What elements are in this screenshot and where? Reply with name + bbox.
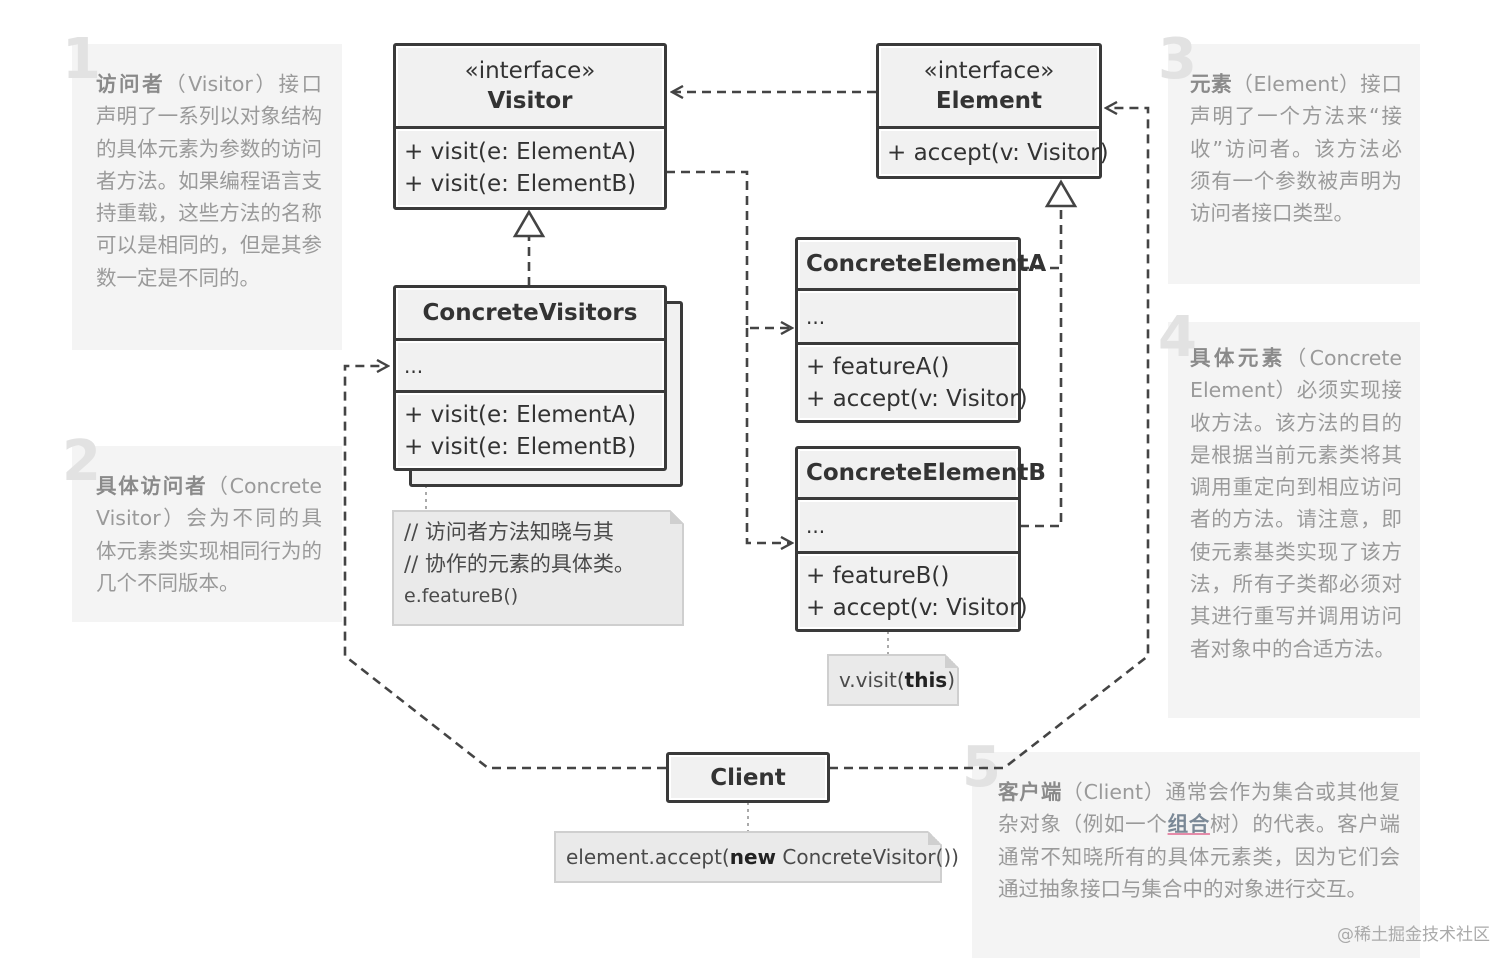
class-name: ConcreteElementA (806, 251, 1047, 277)
note-body: （Concrete Element）必须实现接收方法。该方法的目的是根据当前元素… (1190, 346, 1402, 661)
note-client: 5 客户端（Client）通常会作为集合或其他复杂对象（例如一个组合树）的代表。… (962, 740, 1420, 958)
client-to-element-dependency (829, 108, 1150, 770)
visitor-inheritance-arrow (512, 209, 546, 238)
note-number: 2 (62, 429, 101, 494)
method-visit-b: + visit(e: ElementB) (404, 433, 637, 460)
watermark: @稀土掘金技术社区 (1337, 925, 1490, 945)
method-visit-a: + visit(e: ElementA) (404, 139, 637, 165)
client-box: Client (666, 752, 830, 803)
concrete-visitors-box: ConcreteVisitors ... + visit(e: ElementA… (393, 285, 667, 471)
method-accept: + accept(v: Visitor) (887, 139, 1109, 166)
method-accept: + accept(v: Visitor) (806, 385, 1028, 412)
stereotype-label: «interface» (464, 58, 596, 84)
code-keyword: new (729, 845, 777, 869)
class-name: Visitor (487, 88, 573, 114)
visitor-interface-box: «interface» Visitor + visit(e: ElementA)… (393, 43, 667, 210)
folded-corner (928, 831, 942, 845)
code-comment-line-2: // 协作的元素的具体类。 (404, 552, 635, 576)
note-number: 4 (1158, 305, 1197, 370)
class-name: Element (935, 88, 1043, 114)
code-text-end: ConcreteVisitor()) (776, 845, 959, 869)
composite-link[interactable]: 组合 (1167, 812, 1210, 837)
code-text: element.accept( (566, 845, 730, 869)
note-concrete-visitor: 2 具体访问者（Concrete Visitor）会为不同的具体元素类实现相同行… (62, 434, 342, 622)
code-comment-line-1: // 访问者方法知晓与其 (404, 520, 614, 544)
method-visit-b: + visit(e: ElementB) (404, 171, 637, 197)
note-term: 元素 (1190, 72, 1233, 96)
note-term: 具体元素 (1190, 346, 1286, 370)
stereotype-label: «interface» (923, 58, 1055, 84)
folded-corner (945, 654, 959, 668)
note-concrete-element: 4 具体元素（Concrete Element）必须实现接收方法。该方法的目的是… (1158, 310, 1420, 718)
note-body: （Element）接口声明了一个方法来“接收”访问者。该方法必须有一个参数被声明… (1190, 72, 1402, 226)
note-visitor-interface: 1 访问者（Visitor）接口声明了一系列以对象结构的具体元素为参数的访问者方… (62, 32, 342, 350)
element-code-note: v.visit(this) (827, 654, 959, 706)
class-name: ConcreteElementB (806, 460, 1046, 486)
code-text: v.visit( (839, 668, 905, 692)
note-body-tail: 树）的代表。客户端通常不知晓所有的具体元素类，因为它们会通过抽象接口与集合中的对… (998, 812, 1401, 901)
note-number: 3 (1158, 27, 1197, 92)
note-body: （Client）通常会作为集合或其他复杂对象（例如一个 (998, 780, 1400, 837)
visitor-to-element-a-dependency (666, 170, 792, 328)
fields-placeholder: ... (806, 513, 826, 538)
fields-placeholder: ... (404, 353, 424, 378)
visitor-to-element-b-dependency (745, 328, 792, 543)
note-term: 客户端 (998, 780, 1063, 804)
concrete-element-b-box: ConcreteElementB ... + featureB() + acce… (795, 446, 1046, 632)
method-feature-b: + featureB() (806, 562, 950, 589)
note-number: 1 (62, 27, 101, 92)
class-name: ConcreteVisitors (422, 300, 638, 326)
element-inheritance-arrow (1044, 179, 1078, 208)
element-interface-box: «interface» Element + accept(v: Visitor) (876, 43, 1109, 179)
visitor-code-note: // 访问者方法知晓与其 // 协作的元素的具体类。 e.featureB() (392, 510, 684, 626)
client-code-note: element.accept(new ConcreteVisitor()) (554, 831, 959, 883)
element-b-realization (1020, 268, 1063, 528)
code-keyword: this (904, 668, 948, 692)
method-feature-a: + featureA() (806, 353, 950, 380)
fields-placeholder: ... (806, 304, 826, 329)
note-body: （Visitor）接口声明了一系列以对象结构的具体元素为参数的访问者方法。如果编… (96, 72, 323, 290)
method-accept: + accept(v: Visitor) (806, 594, 1028, 621)
note-term: 具体访问者 (96, 474, 208, 498)
concrete-element-a-box: ConcreteElementA ... + featureA() + acce… (795, 237, 1047, 423)
client-to-visitors-dependency (343, 366, 666, 770)
class-name: Client (710, 764, 786, 791)
element-a-realization (1020, 206, 1063, 270)
note-body: （Concrete Visitor）会为不同的具体元素类实现相同行为的几个不同版… (96, 474, 322, 595)
note-term: 访问者 (96, 72, 166, 96)
folded-corner (670, 510, 684, 524)
code-text-end: ) (947, 668, 956, 692)
code-line-3: e.featureB() (404, 585, 519, 607)
method-visit-a: + visit(e: ElementA) (404, 401, 637, 428)
note-element-interface: 3 元素（Element）接口声明了一个方法来“接收”访问者。该方法必须有一个参… (1158, 32, 1420, 284)
